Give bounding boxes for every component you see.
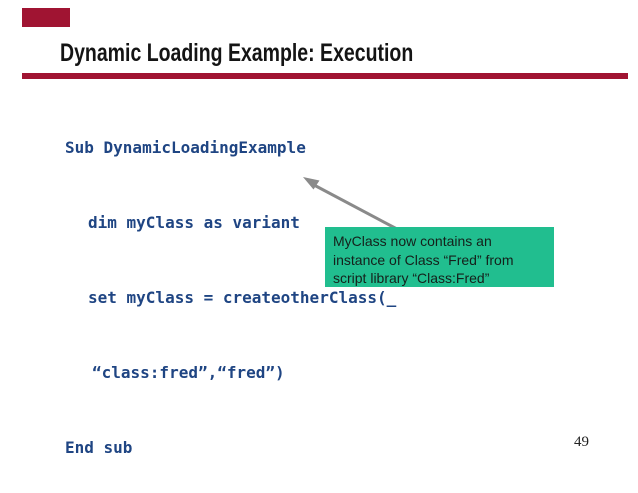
code-line-dim: dim myClass as variant: [88, 213, 300, 232]
corner-accent-mark: [22, 8, 70, 27]
page-number: 49: [574, 434, 589, 450]
code-line-args: “class:fred”,“fred”): [92, 363, 285, 382]
callout-arrow-icon: [303, 177, 398, 231]
code-line-endsub: End sub: [65, 438, 133, 457]
callout-text-line: instance of Class “Fred” from: [333, 251, 514, 268]
title-underline-rule: [22, 73, 628, 79]
code-block: Sub DynamicLoadingExample dim myClass as…: [65, 85, 396, 493]
code-line-sub: Sub DynamicLoadingExample: [65, 138, 306, 157]
callout-text-line: MyClass now contains an: [333, 233, 492, 249]
callout-box: MyClass now contains an instance of Clas…: [325, 227, 554, 287]
code-line-set: set myClass = createotherClass(_: [88, 288, 397, 307]
slide-title: Dynamic Loading Example: Execution: [60, 39, 414, 67]
callout-text-line: script library “Class:Fred”: [333, 270, 490, 286]
